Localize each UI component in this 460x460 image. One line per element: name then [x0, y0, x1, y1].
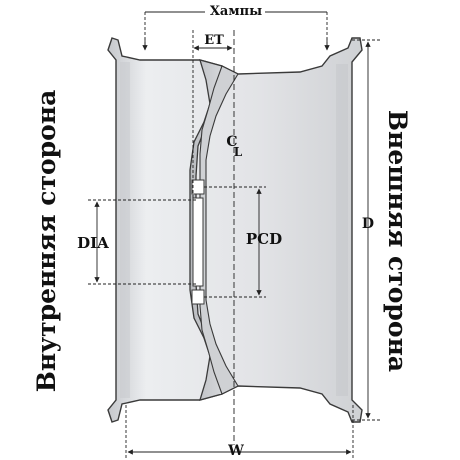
label-centerline-l: L: [234, 145, 243, 159]
disk-outer-face: [199, 65, 239, 395]
label-humps: Хампы: [210, 4, 262, 19]
center-bore: [192, 197, 204, 287]
label-d: D: [362, 216, 374, 232]
rim-barrel: [107, 37, 363, 423]
label-w: W: [227, 443, 244, 459]
labels: Хампы ET C L DIA PCD D W Внутренняя стор…: [32, 4, 412, 459]
label-dia: DIA: [77, 234, 109, 252]
label-outer-side: Внешняя сторона: [383, 110, 412, 372]
label-et: ET: [204, 33, 224, 48]
bolt-hole-lower: [191, 289, 205, 305]
label-pcd: PCD: [246, 230, 282, 248]
label-centerline-c: C: [226, 134, 237, 150]
label-inner-side: Внутренняя сторона: [32, 90, 61, 393]
dimension-lines: [88, 11, 380, 458]
rim-profile: [107, 37, 363, 423]
barrel-inner-band-right: [336, 64, 348, 396]
barrel-inner-band-left: [120, 62, 130, 398]
bolt-hole-upper: [191, 179, 205, 195]
